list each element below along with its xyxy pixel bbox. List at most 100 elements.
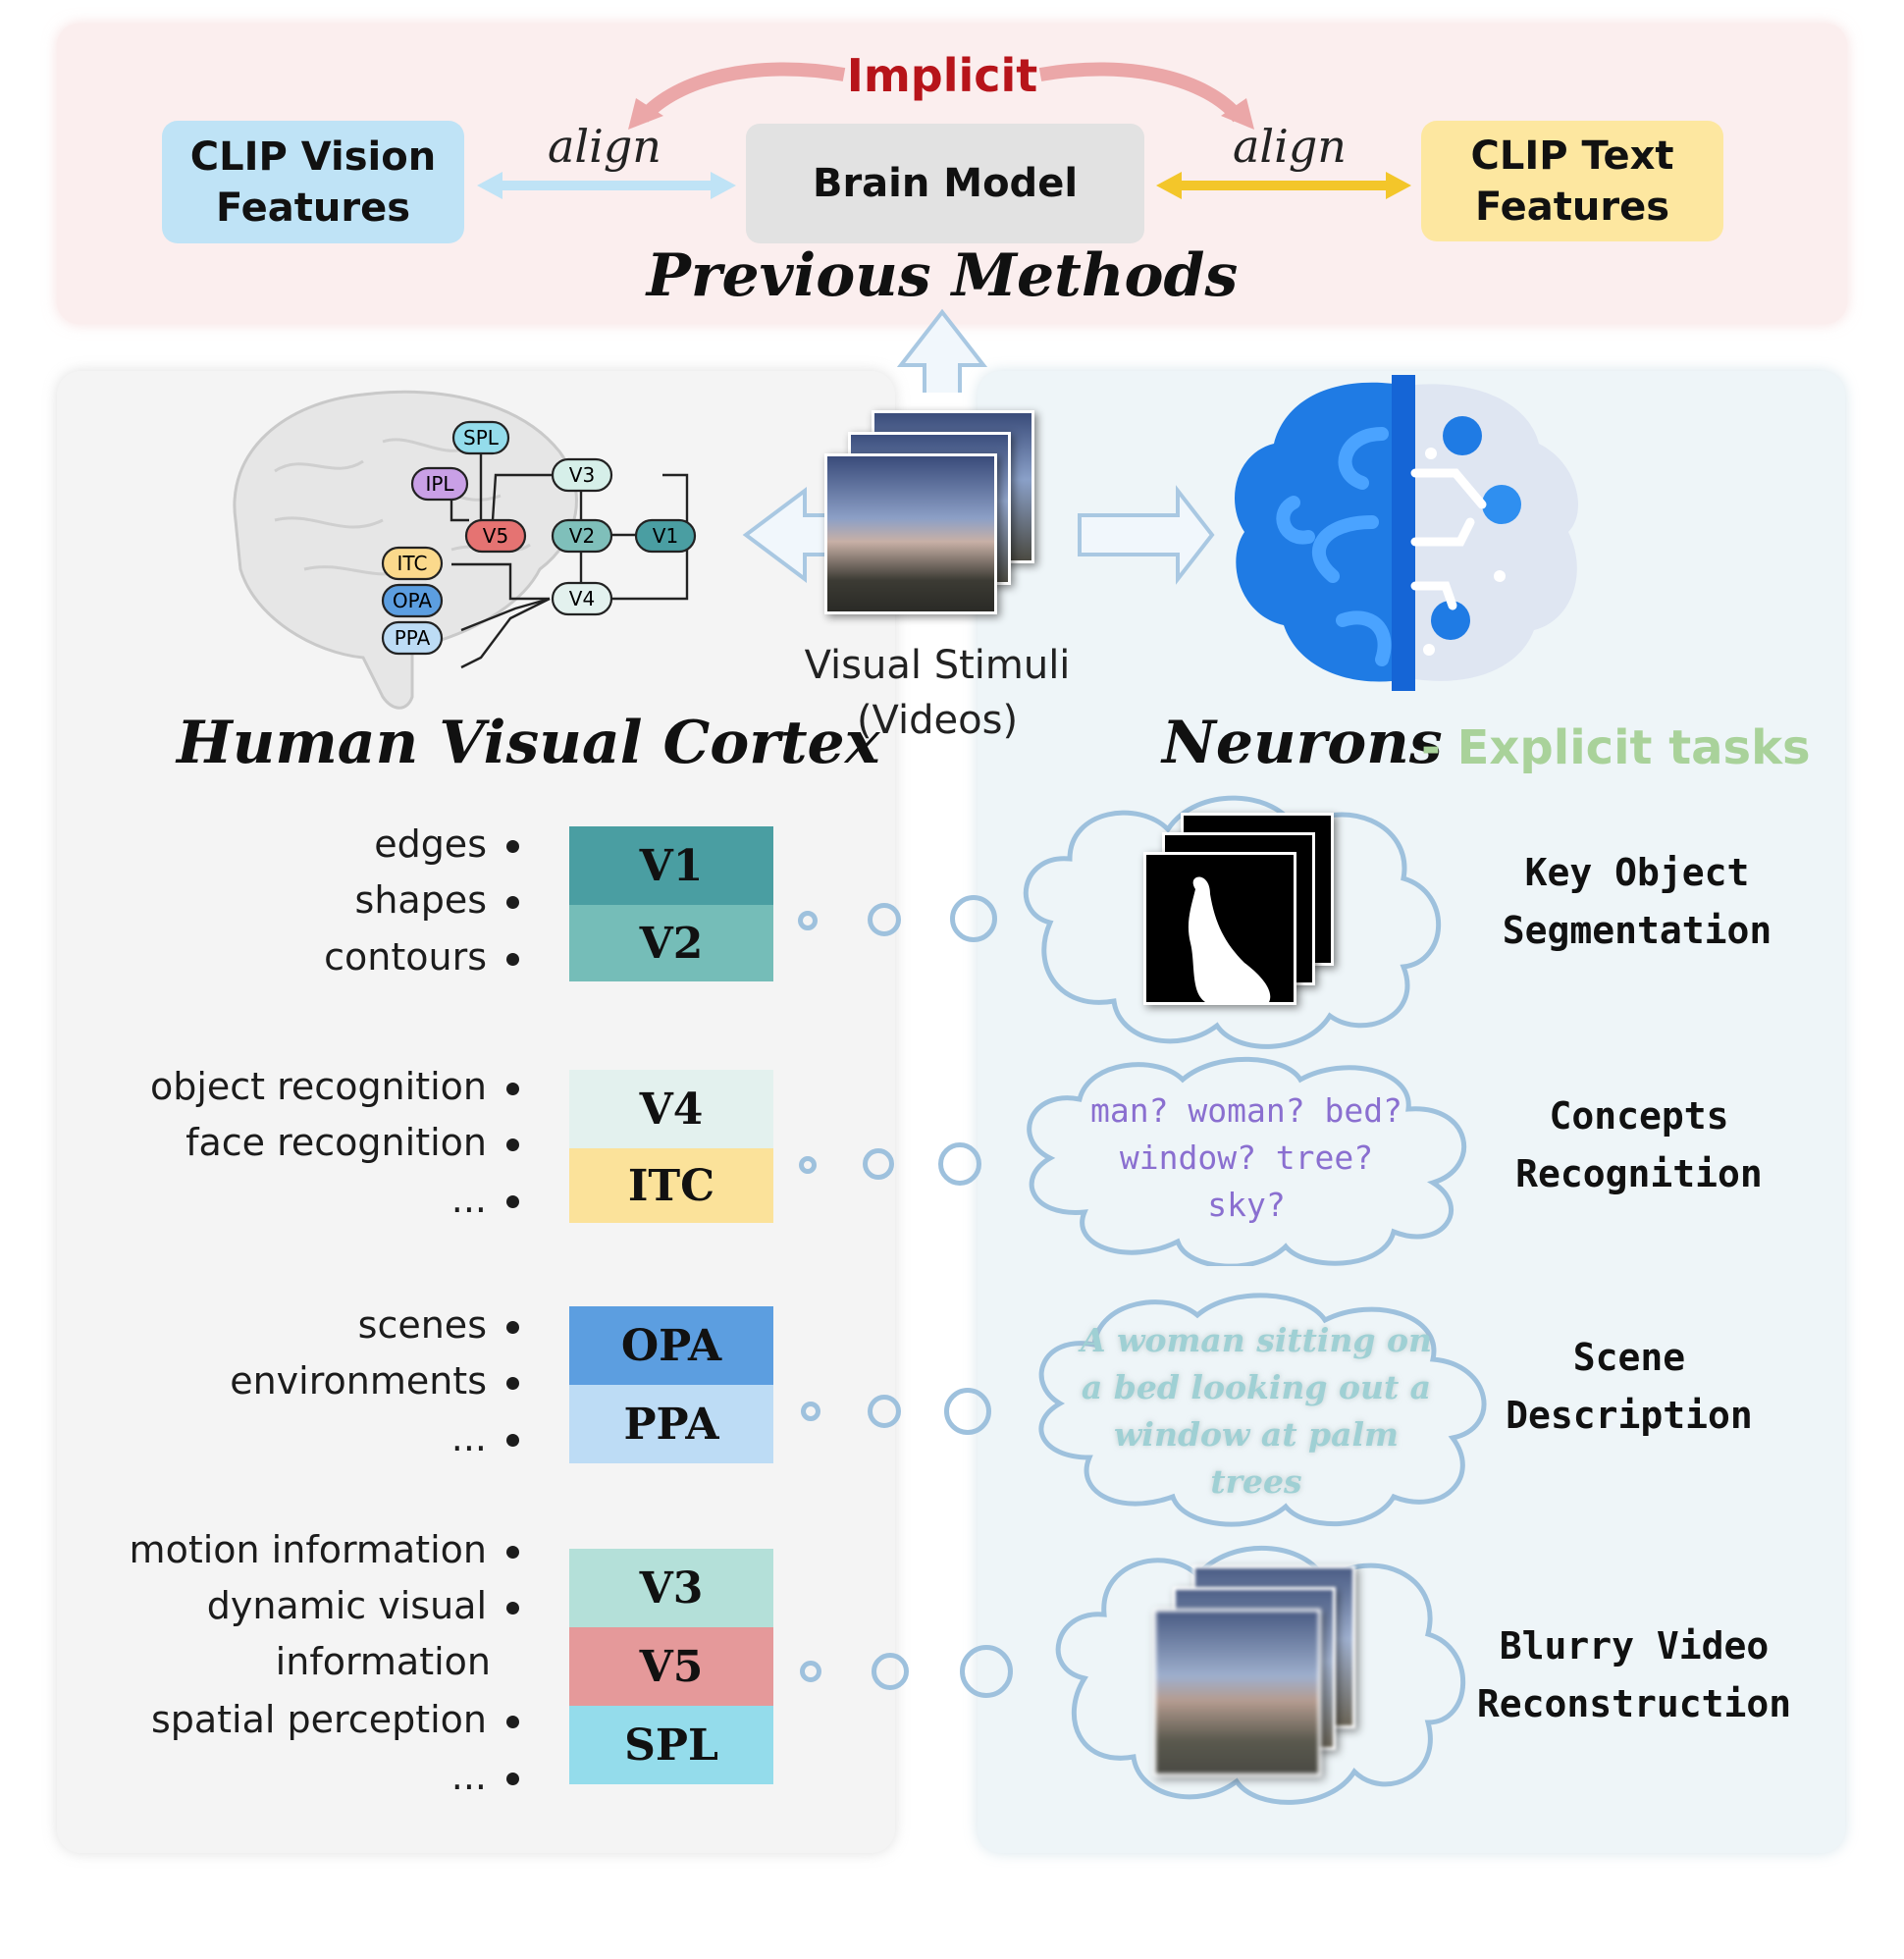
bullet — [506, 1773, 519, 1785]
implicit-arrowhead-right — [1221, 98, 1254, 130]
brain-divider — [1392, 375, 1415, 691]
top-arrows — [477, 62, 1411, 393]
node-ppa — [381, 620, 444, 656]
function-ellipsis: ... — [450, 1416, 487, 1459]
thought-dot — [868, 903, 901, 936]
function-dynamic-visual: dynamic visual — [206, 1584, 487, 1627]
function-edges: edges — [374, 822, 487, 866]
region-v5: V5 — [569, 1627, 773, 1706]
function-motion-information: motion information — [129, 1528, 487, 1571]
segmentation-masks — [1143, 813, 1340, 1009]
svg-text:IPL: IPL — [425, 472, 454, 496]
task-blurry-video-reconstruction: Blurry Video Reconstruction — [1462, 1617, 1806, 1733]
function-contours: contours — [324, 935, 487, 979]
concept-line: man? woman? bed? — [1090, 1091, 1402, 1130]
brain-model-box: Brain Model — [746, 124, 1144, 243]
task-line: Concepts — [1549, 1094, 1729, 1138]
concept-questions: man? woman? bed? window? tree? sky? — [1050, 1087, 1443, 1229]
thought-dot — [944, 1388, 991, 1435]
clip-vision-features-box: CLIP Vision Features — [162, 121, 464, 243]
thought-dot — [950, 895, 997, 942]
visual-cortex-brain-diagram: SPL IPL V3 V5 V2 V1 ITC OPA V4 PPA — [233, 390, 697, 710]
thought-dot — [799, 1156, 817, 1174]
svg-text:OPA: OPA — [393, 589, 433, 612]
scene-line: window at palm — [1114, 1414, 1399, 1454]
task-line: Reconstruction — [1476, 1681, 1792, 1725]
task-line: Description — [1506, 1393, 1753, 1437]
svg-text:ITC: ITC — [397, 552, 428, 575]
concept-line: window? tree? — [1119, 1138, 1374, 1177]
function-information: information — [275, 1640, 491, 1683]
function-shapes: shapes — [354, 878, 487, 922]
region-spl: SPL — [569, 1706, 773, 1784]
thought-dot — [798, 911, 818, 930]
implicit-arrow-left — [637, 62, 846, 123]
thought-dot — [800, 1661, 821, 1682]
node-spl — [451, 420, 510, 455]
clip-text-features-box: CLIP Text Features — [1421, 121, 1723, 241]
node-v3 — [551, 457, 613, 493]
bullet — [506, 1377, 519, 1390]
thought-dot — [872, 1653, 909, 1690]
node-v2 — [551, 518, 613, 554]
scene-description-text: A woman sitting on a bed looking out a w… — [1060, 1317, 1453, 1505]
bullet — [506, 1716, 519, 1728]
cloud-concepts — [1027, 1056, 1467, 1266]
explicit-tasks-label: - Explicit tasks — [1421, 720, 1811, 775]
cloud-reconstruction — [1055, 1546, 1466, 1805]
svg-text:V4: V4 — [569, 587, 595, 610]
align-label-left: align — [548, 120, 661, 173]
concept-line: sky? — [1207, 1185, 1286, 1224]
task-scene-description: Scene Description — [1492, 1329, 1767, 1445]
thought-dot — [863, 1148, 894, 1180]
up-arrow — [896, 308, 988, 393]
node-v5 — [464, 518, 527, 554]
function-face-recognition: face recognition — [185, 1121, 487, 1164]
node-spl-label: SPL — [463, 426, 500, 450]
region-ppa: PPA — [569, 1385, 773, 1463]
svg-text:V5: V5 — [483, 524, 508, 548]
task-line: Recognition — [1515, 1151, 1763, 1195]
bullet — [506, 1546, 519, 1559]
function-object-recognition: object recognition — [149, 1065, 487, 1108]
node-opa — [381, 583, 444, 618]
cloud-scene — [1038, 1293, 1487, 1527]
bullet — [506, 1602, 519, 1615]
object-mask — [1188, 876, 1271, 1002]
task-concepts-recognition: Concepts Recognition — [1482, 1087, 1796, 1203]
function-scenes: scenes — [357, 1303, 487, 1347]
region-itc: ITC — [569, 1148, 773, 1223]
function-ellipsis: ... — [450, 1755, 487, 1798]
task-line: Blurry Video — [1499, 1624, 1770, 1668]
cloud-segmentation — [1023, 795, 1442, 1049]
function-spatial-perception: spatial perception — [150, 1698, 487, 1741]
node-v1 — [634, 518, 697, 554]
thought-dot — [960, 1645, 1013, 1698]
thought-dot — [938, 1142, 981, 1186]
task-key-object-segmentation: Key Object Segmentation — [1470, 844, 1804, 960]
visual-stimuli-line2: (Videos) — [856, 698, 1019, 743]
implicit-arrowhead-left — [628, 98, 663, 130]
node-ipl — [410, 466, 469, 502]
thought-dot — [868, 1395, 901, 1428]
bullet — [506, 1321, 519, 1334]
region-v3: V3 — [569, 1549, 773, 1627]
bullet — [506, 1195, 519, 1208]
function-environments: environments — [230, 1359, 487, 1403]
svg-text:V3: V3 — [569, 463, 595, 487]
svg-text:V2: V2 — [569, 524, 595, 548]
arrow-to-neurons — [1078, 485, 1215, 585]
implicit-arrow-right — [1038, 62, 1244, 123]
region-opa: OPA — [569, 1306, 773, 1385]
implicit-label: Implicit — [846, 49, 1038, 102]
svg-text:PPA: PPA — [395, 626, 431, 650]
bullet — [506, 953, 519, 966]
neurons-title: Neurons — [1162, 709, 1443, 777]
task-line: Key Object — [1524, 851, 1750, 894]
task-line: Scene — [1572, 1336, 1686, 1379]
region-v2: V2 — [569, 905, 773, 981]
node-v4 — [551, 581, 613, 616]
human-visual-cortex-title: Human Visual Cortex — [177, 709, 880, 777]
scene-line: A woman sitting on — [1081, 1321, 1432, 1359]
region-v1: V1 — [569, 826, 773, 905]
